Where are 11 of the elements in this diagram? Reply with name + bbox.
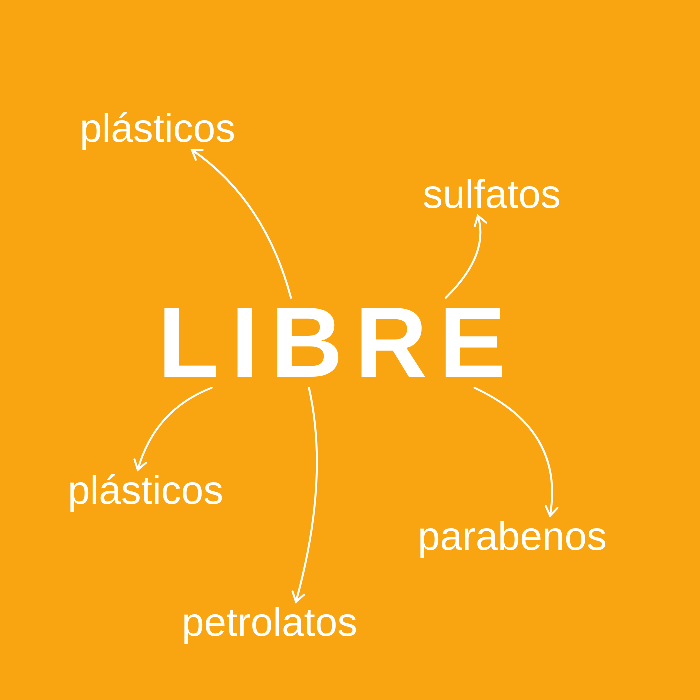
curved-arrow (474, 387, 558, 517)
word-label: plásticos (68, 470, 224, 512)
curved-arrow (445, 215, 488, 299)
word-label: plásticos (80, 108, 236, 150)
curved-arrow (134, 387, 213, 471)
curved-arrow (191, 149, 292, 299)
word-label: petrolatos (182, 602, 358, 644)
curved-arrow (292, 387, 318, 603)
headline-text: LIBRE (158, 298, 518, 388)
word-label: parabenos (418, 516, 608, 558)
word-label: sulfatos (423, 174, 561, 216)
